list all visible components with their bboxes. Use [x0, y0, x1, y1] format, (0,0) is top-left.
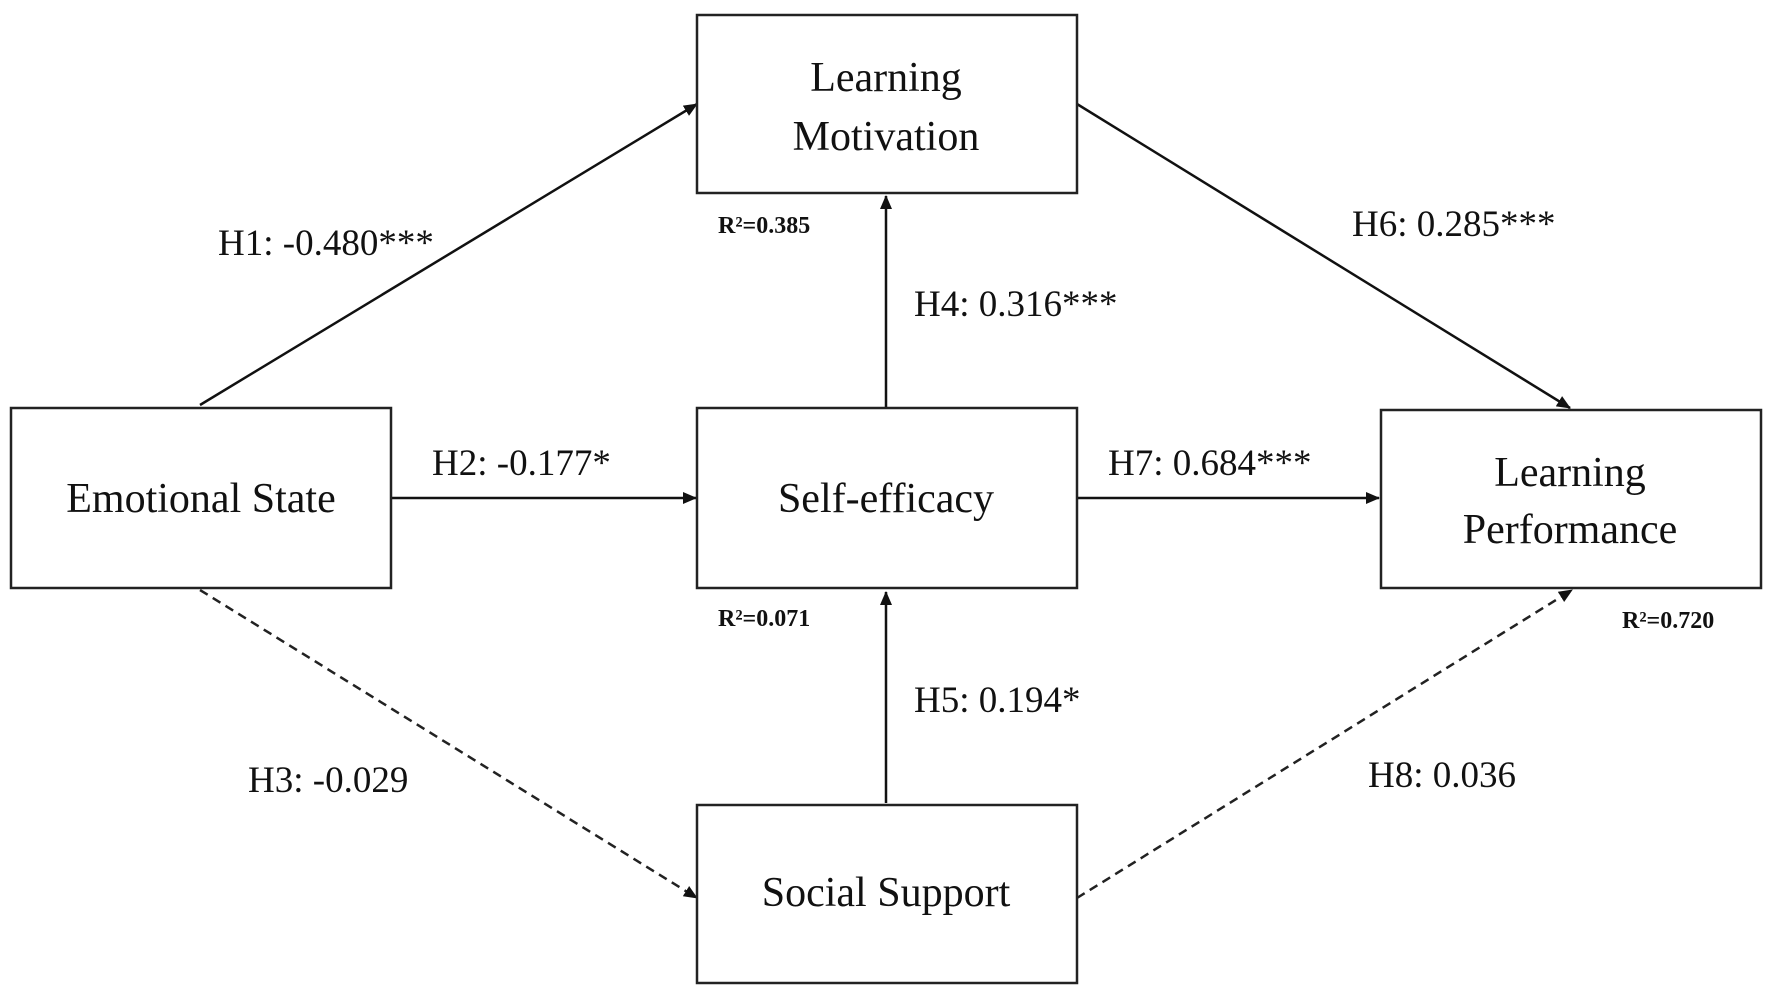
- label-h4: H4: 0.316***: [914, 284, 1118, 325]
- node-learning-motivation-line2: Motivation: [793, 114, 980, 160]
- r2-learning-performance: R²=0.720: [1622, 608, 1714, 634]
- node-learning-motivation-line1: Learning: [810, 55, 962, 101]
- label-h7: H7: 0.684***: [1108, 443, 1312, 484]
- node-learning-performance: Learning Performance: [1379, 408, 1763, 590]
- node-emotional-state-label: Emotional State: [66, 476, 335, 522]
- label-h2: H2: -0.177*: [432, 443, 611, 484]
- node-learning-performance-line2: Performance: [1463, 507, 1678, 553]
- node-learning-motivation: Learning Motivation: [695, 13, 1079, 195]
- arrow-h1: [199, 102, 698, 407]
- label-h5: H5: 0.194*: [914, 680, 1081, 721]
- r2-learning-motivation: R²=0.385: [718, 213, 810, 239]
- node-social-support: Social Support: [695, 803, 1079, 985]
- label-h1: H1: -0.480***: [218, 223, 434, 264]
- arrow-h8: [1076, 588, 1573, 900]
- r2-self-efficacy: R²=0.071: [718, 606, 810, 632]
- label-h8: H8: 0.036: [1368, 755, 1516, 796]
- node-self-efficacy: Self-efficacy: [695, 406, 1079, 590]
- node-social-support-label: Social Support: [762, 870, 1011, 916]
- arrow-h3: [199, 588, 698, 900]
- node-learning-performance-line1: Learning: [1494, 450, 1646, 496]
- arrow-h6: [1076, 102, 1571, 410]
- label-h3: H3: -0.029: [248, 760, 408, 801]
- node-emotional-state: Emotional State: [9, 406, 393, 590]
- node-self-efficacy-label: Self-efficacy: [778, 476, 994, 522]
- label-h6: H6: 0.285***: [1352, 204, 1556, 245]
